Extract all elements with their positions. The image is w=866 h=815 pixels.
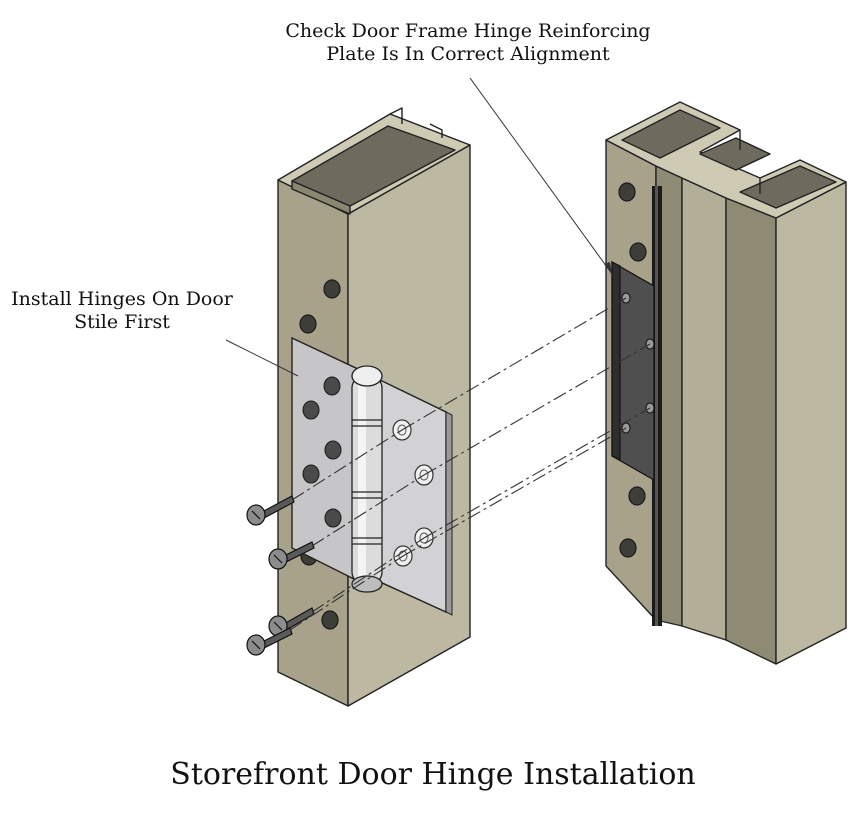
frame-callout-line1: Check Door Frame Hinge Reinforcing bbox=[285, 20, 651, 42]
door-frame bbox=[605, 101, 847, 665]
leader-arrow bbox=[604, 262, 612, 274]
screw bbox=[246, 495, 295, 526]
screw bbox=[268, 607, 315, 637]
diagram-caption: Storefront Door Hinge Installation bbox=[170, 757, 696, 792]
stile-callout-line2: Stile First bbox=[74, 311, 170, 333]
hinge-front-leaf bbox=[379, 378, 453, 616]
frame-holes bbox=[618, 182, 647, 558]
leader-lines bbox=[225, 77, 613, 377]
hinge-barrel bbox=[351, 365, 383, 593]
stile-callout: Install Hinges On Door Stile First bbox=[4, 288, 240, 334]
screw bbox=[268, 541, 315, 570]
alignment-lines bbox=[289, 297, 651, 631]
screw bbox=[246, 627, 293, 656]
reinforcing-plate bbox=[611, 260, 655, 482]
frame-callout-line2: Plate Is In Correct Alignment bbox=[326, 43, 610, 65]
frame-callout: Check Door Frame Hinge Reinforcing Plate… bbox=[268, 20, 668, 66]
stile-callout-line1: Install Hinges On Door bbox=[11, 288, 233, 310]
weatherstrip bbox=[652, 186, 662, 626]
hinge-back-leaf bbox=[291, 336, 361, 584]
